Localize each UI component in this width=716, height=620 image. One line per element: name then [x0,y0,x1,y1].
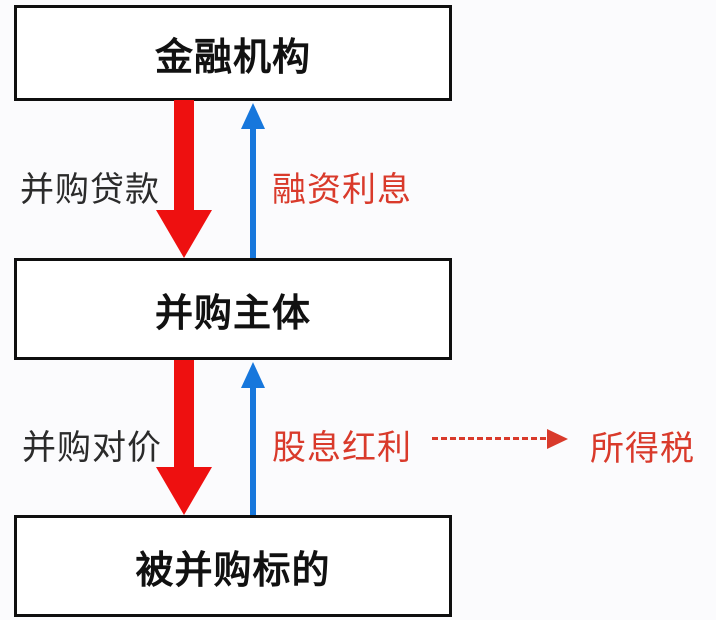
income-tax-dashed-arrow-icon [432,437,546,440]
ma-consideration-flow-label: 并购对价 [22,428,162,468]
financial-institution-label: 金融机构 [154,34,311,79]
ma-loan-flow-label: 并购贷款 [20,170,160,210]
ma-loan-arrowhead-icon [156,210,212,258]
ma-target-box: 被并购标的 [14,515,452,617]
ma-entity-box: 并购主体 [14,258,452,360]
ma-entity-label: 并购主体 [154,290,311,335]
ma-consideration-arrowhead-icon [156,467,212,515]
ma-target-label: 被并购标的 [135,547,331,592]
dividends-flow-label: 股息红利 [272,428,412,468]
financial-institution-box: 金融机构 [14,5,452,101]
income-tax-dashed-arrowhead-icon [547,429,568,449]
ma-loan-arrow-icon [174,100,194,212]
income-tax-label: 所得税 [590,429,695,469]
dividends-arrow-icon [250,386,256,515]
ma-consideration-arrow-icon [174,360,194,467]
financing-interest-arrowhead-icon [241,103,265,129]
financing-interest-flow-label: 融资利息 [272,170,412,210]
financing-interest-arrow-icon [250,127,256,258]
dividends-arrowhead-icon [241,362,265,388]
